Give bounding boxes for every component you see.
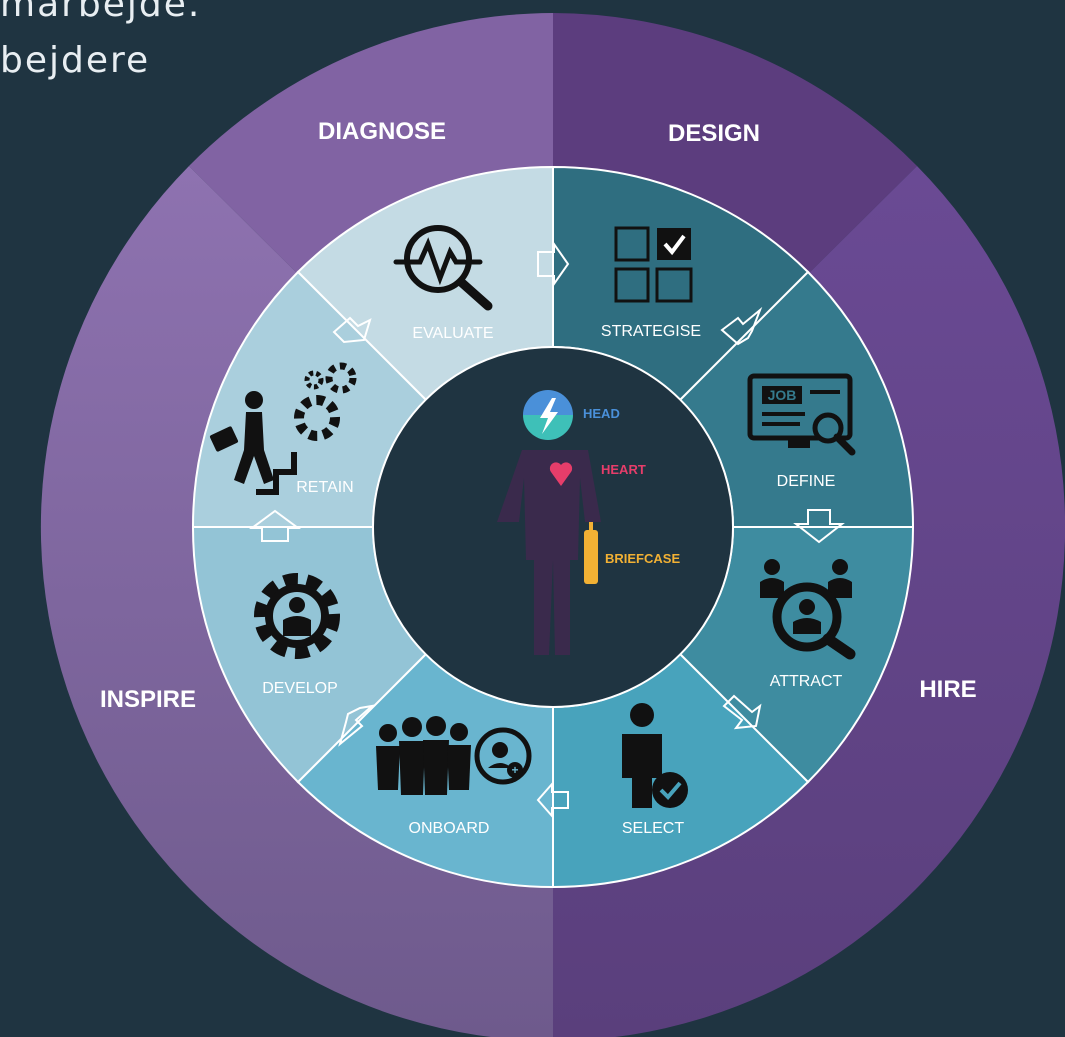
label-strategise: STRATEGISE <box>601 323 701 340</box>
label-retain: RETAIN <box>296 479 353 496</box>
checkbox-grid-icon <box>614 226 693 303</box>
label-diagnose: DIAGNOSE <box>318 118 446 145</box>
arrow-attract-to-select <box>722 694 762 730</box>
label-attract: ATTRACT <box>770 673 843 690</box>
label-heart: HEART <box>601 462 646 477</box>
arrow-develop-to-retain <box>248 509 302 542</box>
head-lower <box>523 415 573 440</box>
arrow-strategise-to-define <box>720 306 763 346</box>
label-select: SELECT <box>622 820 684 837</box>
gear-person-icon <box>254 573 340 659</box>
label-hire: HIRE <box>919 676 976 703</box>
arrow-define-to-attract <box>793 509 845 544</box>
heart-icon <box>549 462 573 486</box>
arrow-select-to-onboard <box>536 781 569 819</box>
label-briefcase: BRIEFCASE <box>605 551 680 566</box>
briefcase-icon <box>584 530 598 584</box>
lightning-icon <box>540 398 558 434</box>
arrow-onboard-to-develop <box>338 704 376 747</box>
heading-line-2: bejdere <box>0 40 151 81</box>
flow-arrows <box>248 240 845 819</box>
label-head: HEAD <box>583 406 620 421</box>
magnifier-pulse-icon <box>393 225 493 311</box>
center-figure <box>497 390 601 655</box>
label-inspire: INSPIRE <box>100 686 196 713</box>
label-evaluate: EVALUATE <box>412 325 493 342</box>
briefcase-handle <box>589 522 593 532</box>
label-design: DESIGN <box>668 120 760 147</box>
climber-gears-icon <box>209 362 357 495</box>
label-define: DEFINE <box>777 473 836 490</box>
person-check-icon <box>622 703 688 808</box>
head-icon <box>523 390 573 415</box>
label-onboard: ONBOARD <box>409 820 490 837</box>
svg-text:JOB: JOB <box>768 387 797 403</box>
people-magnifier-icon <box>760 559 856 660</box>
label-develop: DEVELOP <box>262 680 338 697</box>
arrow-evaluate-to-strategise <box>537 240 570 288</box>
svg-text:+: + <box>511 763 518 777</box>
team-add-icon: + <box>376 716 532 795</box>
job-screen-icon: JOB <box>747 373 856 456</box>
heading-line-1: marbejde. <box>0 0 202 25</box>
arrow-retain-to-evaluate <box>332 316 372 344</box>
body-silhouette <box>497 450 601 655</box>
